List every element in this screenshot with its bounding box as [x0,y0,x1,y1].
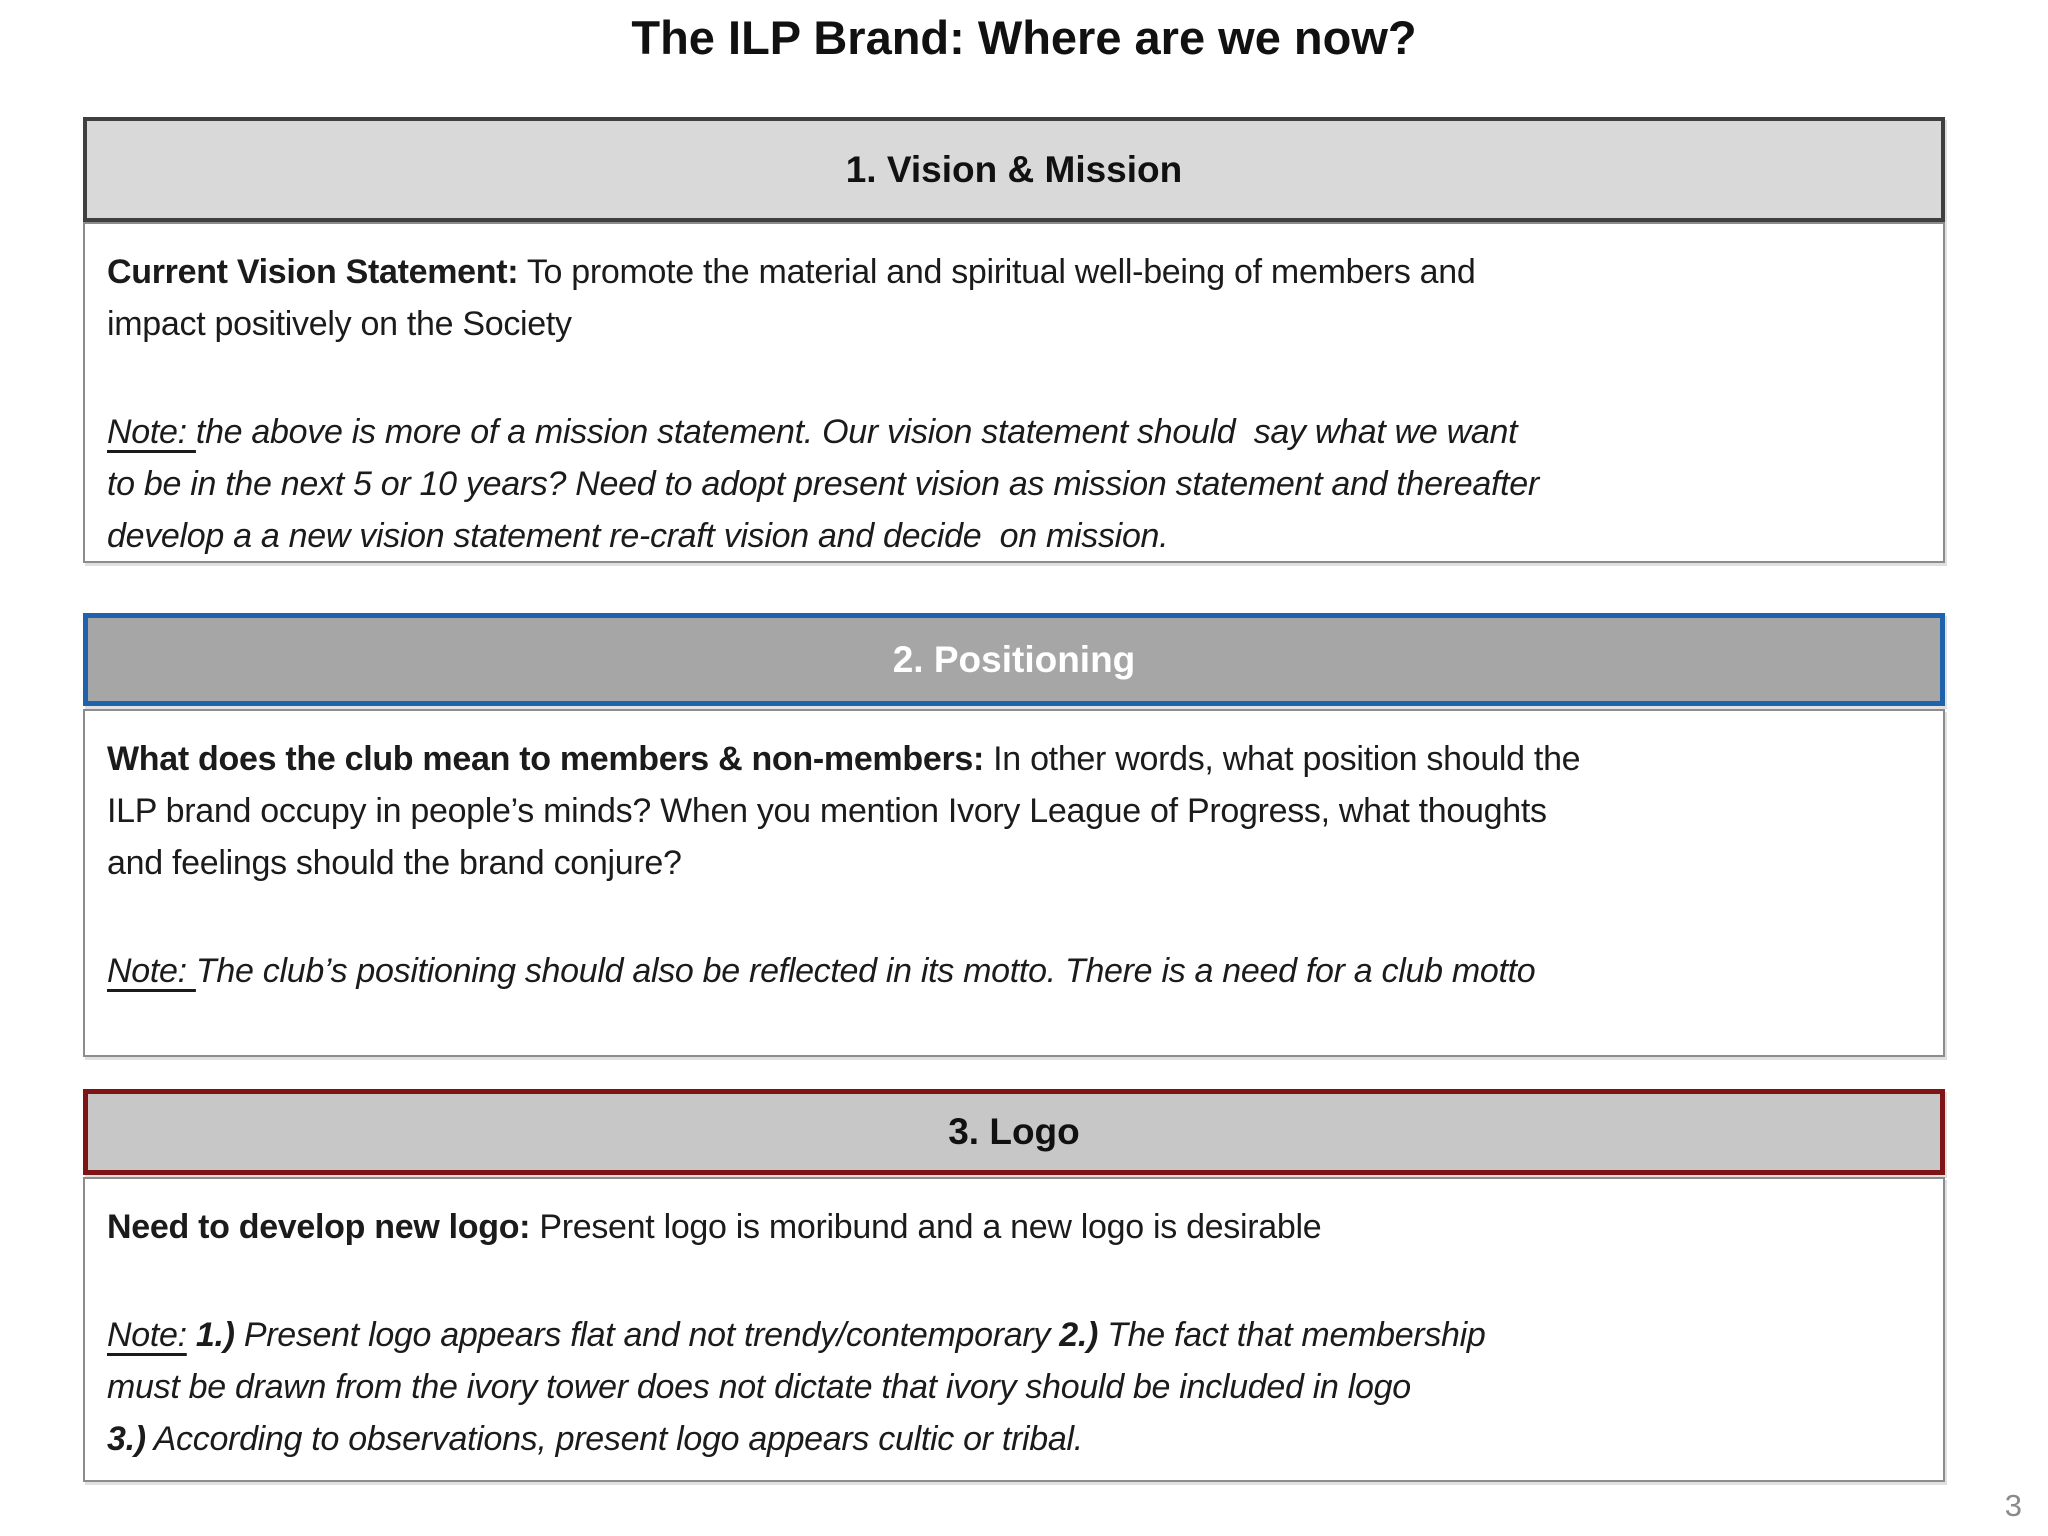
text-run: to be in the next 5 or 10 years? Need to… [107,465,1539,503]
section-header-positioning: 2. Positioning [83,613,1945,706]
body-line: must be drawn from the ivory tower does … [107,1361,1917,1413]
text-run: Present logo is moribund and a new logo … [530,1208,1322,1246]
page-number: 3 [2004,1488,2022,1523]
text-run: Note: [107,952,196,990]
section-header-label: 2. Positioning [892,638,1136,680]
text-run: ILP brand occupy in people’s minds? When… [107,792,1547,830]
text-run: In other words, what position should the [984,740,1581,778]
text-run: The fact that membership [1098,1316,1486,1354]
text-run: and feelings should the brand conjure? [107,844,682,882]
body-line: Current Vision Statement: To promote the… [107,246,1917,298]
text-run: To promote the material and spiritual we… [518,253,1476,291]
section-body-vision-mission: Current Vision Statement: To promote the… [83,222,1945,563]
body-line: ILP brand occupy in people’s minds? When… [107,785,1917,837]
text-run: the above is more of a mission statement… [195,413,1518,451]
text-run: 2.) [1059,1316,1099,1354]
text-run: What does the club mean to members & non… [107,740,985,778]
text-run: According to observations, present logo … [145,1420,1084,1458]
body-line: 3.) According to observations, present l… [107,1413,1917,1465]
slide-title: The ILP Brand: Where are we now? [631,11,1417,64]
body-line: Note: the above is more of a mission sta… [107,406,1917,458]
section-header-vision-mission: 1. Vision & Mission [83,117,1945,222]
body-line: Note: 1.) Present logo appears flat and … [107,1309,1917,1361]
text-run: Need to develop new logo: [107,1208,531,1246]
text-run: The club’s positioning should also be re… [195,952,1536,990]
text-run: impact positively on the Society [107,305,572,343]
text-run: 1.) [186,1316,235,1354]
section-body-positioning: What does the club mean to members & non… [83,709,1945,1057]
body-line: Need to develop new logo: Present logo i… [107,1201,1917,1253]
text-run: Present logo appears flat and not trendy… [234,1316,1060,1354]
body-line: develop a a new vision statement re-craf… [107,510,1917,562]
section-header-label: 1. Vision & Mission [845,148,1183,190]
text-run: Note: [107,1316,187,1354]
text-run: must be drawn from the ivory tower does … [107,1368,1411,1406]
section-header-logo: 3. Logo [83,1089,1945,1175]
text-run: Current Vision Statement: [107,253,519,291]
body-line: impact positively on the Society [107,298,1917,350]
text-run: 3.) [107,1420,146,1458]
body-line: to be in the next 5 or 10 years? Need to… [107,458,1917,510]
body-line: and feelings should the brand conjure? [107,837,1917,889]
body-line: What does the club mean to members & non… [107,733,1917,785]
text-run: Note: [107,413,196,451]
text-run: develop a a new vision statement re-craf… [107,517,1169,555]
section-header-label: 3. Logo [948,1111,1080,1152]
section-body-logo: Need to develop new logo: Present logo i… [83,1177,1945,1482]
body-line: Note: The club’s positioning should also… [107,945,1917,997]
